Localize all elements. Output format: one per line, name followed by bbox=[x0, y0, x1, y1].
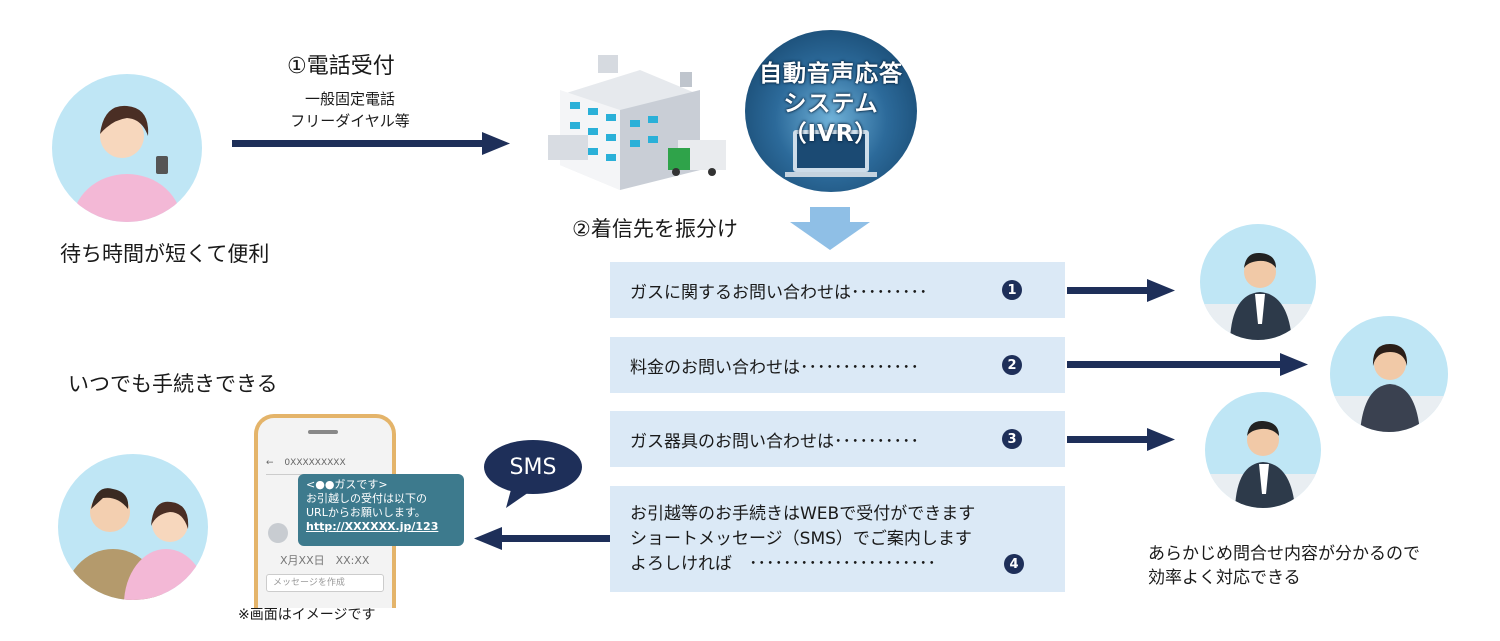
ivr-title-line2: システム bbox=[783, 91, 879, 117]
caption-efficiency: あらかじめ問合せ内容が分かるので 効率よく対応できる bbox=[1148, 542, 1420, 590]
operator-avatar-1 bbox=[1200, 224, 1316, 340]
speaker-slot bbox=[308, 430, 338, 434]
option-label-3: ガス器具のお問い合わせは･･････････ bbox=[630, 431, 919, 452]
option-label-2: 料金のお問い合わせは･･････････････ bbox=[630, 357, 919, 378]
operator-avatar-3 bbox=[1205, 392, 1321, 508]
option4-line1: お引越等のお手続きはWEBで受付ができます bbox=[630, 503, 976, 524]
caption-anytime: いつでも手続きできる bbox=[68, 372, 278, 396]
option-number-3: 3 bbox=[1002, 429, 1022, 449]
caption-efficiency-line2: 効率よく対応できる bbox=[1148, 568, 1301, 588]
sms-link[interactable]: http://XXXXXX.jp/123 bbox=[306, 520, 439, 533]
step1-title: ①電話受付 bbox=[287, 54, 395, 79]
sms-badge: SMS bbox=[484, 440, 582, 494]
sms-message-bubble: <●●ガスです> お引越しの受付は以下の URLからお願いします。 http:/… bbox=[298, 474, 464, 546]
option-label-1: ガスに関するお問い合わせは･････････ bbox=[630, 282, 928, 303]
image-note: ※画面はイメージです bbox=[238, 607, 376, 623]
operator-avatar-2 bbox=[1330, 316, 1448, 432]
sender-avatar-icon bbox=[268, 523, 288, 543]
arrow-to-operator-3 bbox=[1067, 428, 1175, 451]
building-illustration bbox=[548, 55, 726, 190]
sms-line3: URLからお願いします。 bbox=[306, 506, 426, 519]
ivr-system-badge: 自動音声応答 システム （IVR） bbox=[745, 30, 917, 192]
step1-sub-line2: フリーダイヤル等 bbox=[290, 112, 410, 130]
sms-line2: お引越しの受付は以下の bbox=[306, 492, 427, 505]
ivr-title-line1: 自動音声応答 bbox=[759, 61, 903, 87]
option4-line3: よろしければ ･･････････････････････ bbox=[630, 553, 936, 574]
customer-couple-avatar bbox=[58, 454, 208, 600]
option-number-1: 1 bbox=[1002, 280, 1022, 300]
sms-line1: <●●ガスです> bbox=[306, 478, 388, 491]
message-date: X月XX日 XX:XX bbox=[280, 554, 370, 567]
ivr-title-line3: （IVR） bbox=[783, 121, 879, 147]
option-box-1: ガスに関するお問い合わせは･････････ 1 bbox=[610, 262, 1065, 318]
caption-wait-time: 待ち時間が短くて便利 bbox=[60, 242, 270, 266]
arrow-to-sms bbox=[474, 527, 610, 550]
customer-woman-avatar bbox=[52, 74, 202, 222]
step2-title: ②着信先を振分け bbox=[572, 217, 738, 241]
arrow-to-operator-1 bbox=[1067, 279, 1175, 302]
message-input[interactable]: メッセージを作成 bbox=[266, 574, 384, 592]
sender-number: 0XXXXXXXXX bbox=[284, 458, 346, 468]
step1-sub-line1: 一般固定電話 bbox=[304, 90, 395, 108]
option4-line2: ショートメッセージ（SMS）でご案内します bbox=[630, 528, 972, 549]
option-box-3: ガス器具のお問い合わせは･･････････ 3 bbox=[610, 411, 1065, 467]
down-arrow bbox=[790, 207, 870, 250]
arrow-to-operator-2 bbox=[1067, 353, 1308, 376]
option-box-2: 料金のお問い合わせは･･････････････ 2 bbox=[610, 337, 1065, 393]
back-arrow-icon: ← bbox=[266, 458, 274, 468]
call-arrow bbox=[232, 132, 510, 155]
option-number-2: 2 bbox=[1002, 355, 1022, 375]
option-number-4: 4 bbox=[1004, 554, 1024, 574]
step1-subtitle: 一般固定電話 フリーダイヤル等 bbox=[280, 88, 420, 132]
option-box-4: お引越等のお手続きはWEBで受付ができます ショートメッセージ（SMS）でご案内… bbox=[610, 486, 1065, 592]
caption-efficiency-line1: あらかじめ問合せ内容が分かるので bbox=[1148, 544, 1420, 564]
phone-header: ← 0XXXXXXXXX bbox=[266, 458, 384, 475]
